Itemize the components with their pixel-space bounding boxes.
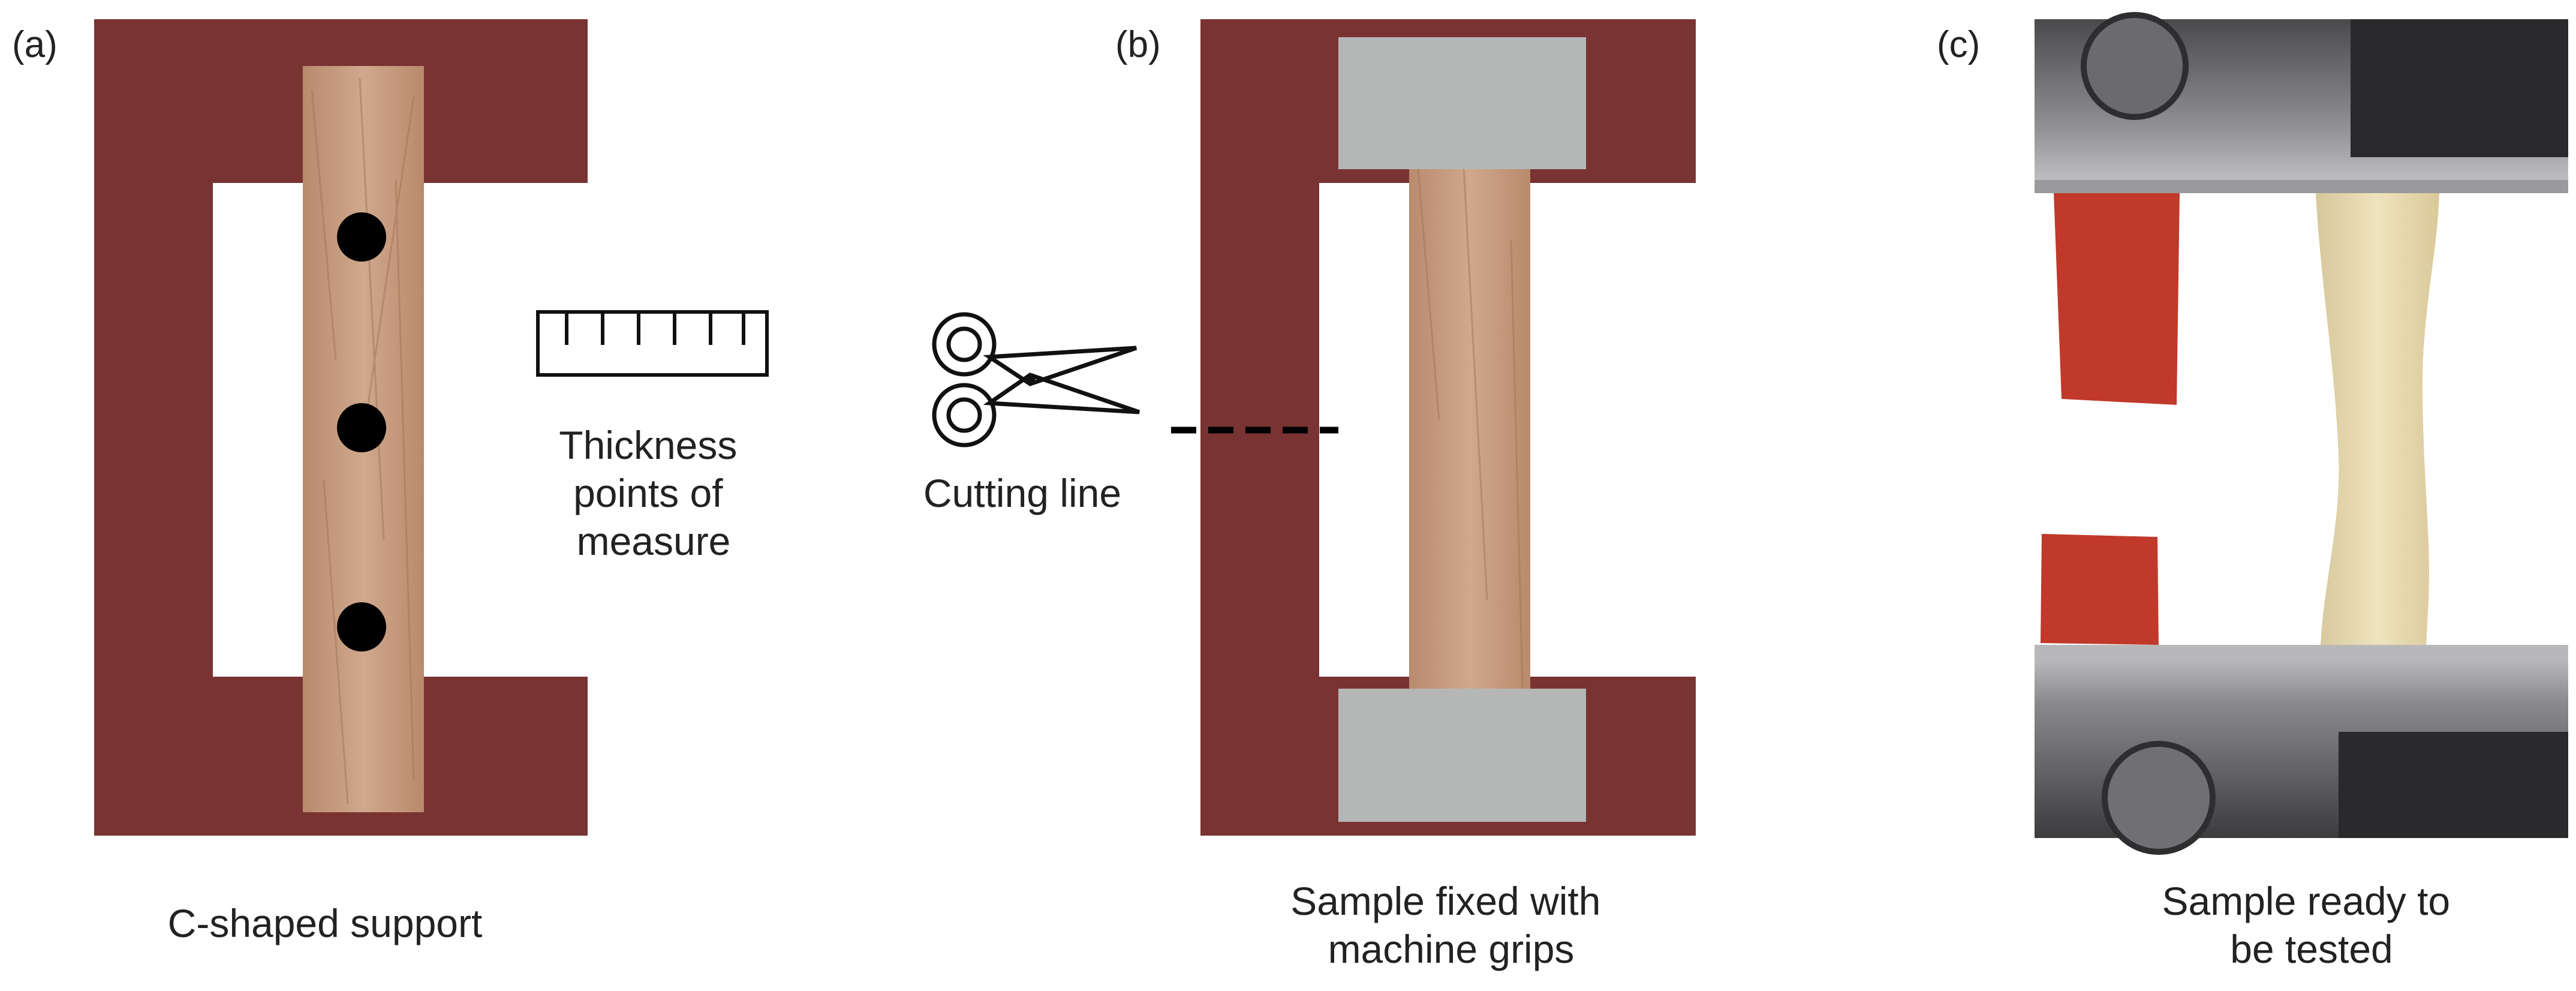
test-photo — [2035, 12, 2568, 855]
panel-c-letter: (c) — [1937, 24, 1980, 65]
sample-strip — [1409, 144, 1530, 720]
tape-piece — [2041, 534, 2159, 645]
tested-sample — [2316, 193, 2439, 660]
panel-a-caption: C-shaped support — [168, 901, 483, 945]
panel-b: (b) Cutting line Sample fixed with machi… — [923, 19, 1696, 971]
cutting-note: Cutting line — [923, 471, 1121, 515]
scissors-icon — [932, 312, 1140, 448]
tape-piece — [2054, 193, 2180, 405]
panel-b-caption: Sample fixed with machine grips — [1290, 879, 1612, 971]
thickness-point-marker — [337, 602, 386, 651]
panel-b-letter: (b) — [1115, 24, 1161, 65]
panel-c: (c) Sample ready to be tested — [1937, 12, 2568, 971]
machine-grip-bottom — [1338, 689, 1586, 822]
panel-c-caption: Sample ready to be tested — [2162, 879, 2461, 971]
panel-a: (a) Thickness points of measure C-shaped… — [12, 19, 769, 945]
ruler-icon — [536, 310, 769, 377]
machine-grip-top — [1338, 37, 1586, 169]
ruler-note: Thickness points of measure — [559, 423, 748, 563]
thickness-point-marker — [337, 403, 386, 452]
panel-a-letter: (a) — [12, 24, 58, 65]
thickness-point-marker — [337, 212, 386, 262]
